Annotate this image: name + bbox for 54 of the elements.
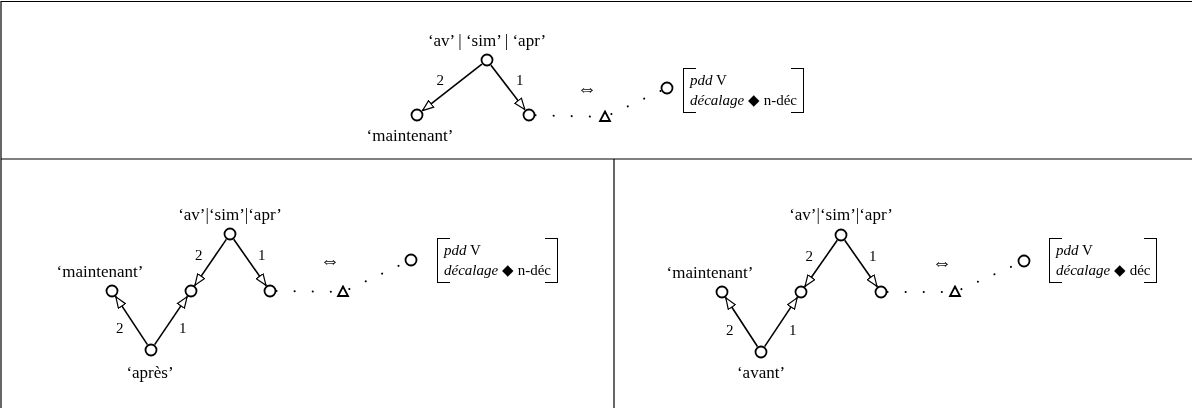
arrow (114, 295, 149, 346)
node-circle (410, 108, 424, 122)
node-triangle (948, 285, 962, 298)
node-triangle (598, 110, 612, 123)
node-circle (1017, 254, 1031, 268)
arrow (193, 238, 228, 287)
edge-label: 1 (257, 247, 266, 263)
feature-bracket: pdd V décalage ◆ déc (1049, 238, 1158, 283)
node-triangle (336, 285, 350, 298)
edge-label: 2 (116, 320, 124, 336)
node-circle (794, 285, 808, 299)
node-label: ‘maintenant’ (56, 262, 144, 280)
arrow (232, 238, 268, 287)
edge-label: 2 (436, 72, 445, 88)
node-circle (144, 343, 158, 357)
node-circle (754, 345, 768, 359)
node-circle (834, 228, 848, 242)
arrow (421, 63, 483, 112)
node-circle (105, 284, 119, 298)
equivalence-sign: ⇔ (577, 78, 597, 98)
arrow (153, 295, 189, 346)
arrow (724, 296, 759, 348)
arrow (763, 296, 799, 348)
edge-label: 2 (726, 322, 734, 338)
node-label: ‘av’ | ‘sim’ | ‘apr’ (427, 31, 547, 49)
node-label: ‘après’ (126, 363, 174, 381)
node-circle (480, 53, 494, 67)
node-circle (522, 108, 536, 122)
node-circle (263, 284, 277, 298)
node-label: ‘avant’ (736, 363, 786, 381)
arrow (803, 239, 839, 288)
dotted-line (610, 89, 663, 116)
edge-label: 1 (868, 248, 877, 264)
edge-label: 2 (805, 248, 814, 264)
node-label: ‘maintenant’ (366, 126, 454, 144)
feature-bracket: pdd V décalage ◆ n-déc (683, 68, 804, 113)
edge-label: 1 (515, 72, 524, 88)
node-circle (223, 227, 237, 241)
edge-label: 2 (195, 247, 203, 263)
node-circle (715, 285, 729, 299)
arrow (843, 239, 879, 288)
node-circle (660, 81, 674, 95)
node-label: ‘av’|‘sim’|‘apr’ (178, 205, 282, 223)
arrow (490, 64, 526, 111)
node-circle (184, 284, 198, 298)
node-label: ‘maintenant’ (666, 263, 754, 281)
edge-label: 1 (178, 320, 187, 336)
feature-bracket: pdd V décalage ◆ n-déc (437, 238, 558, 283)
edge-label: 1 (788, 322, 797, 338)
equivalence-sign: ⇔ (320, 250, 340, 270)
node-circle (874, 285, 888, 299)
node-label: ‘av’|‘sim’|‘apr’ (789, 205, 893, 223)
equivalence-sign: ⇔ (932, 252, 952, 272)
node-circle (404, 253, 418, 267)
